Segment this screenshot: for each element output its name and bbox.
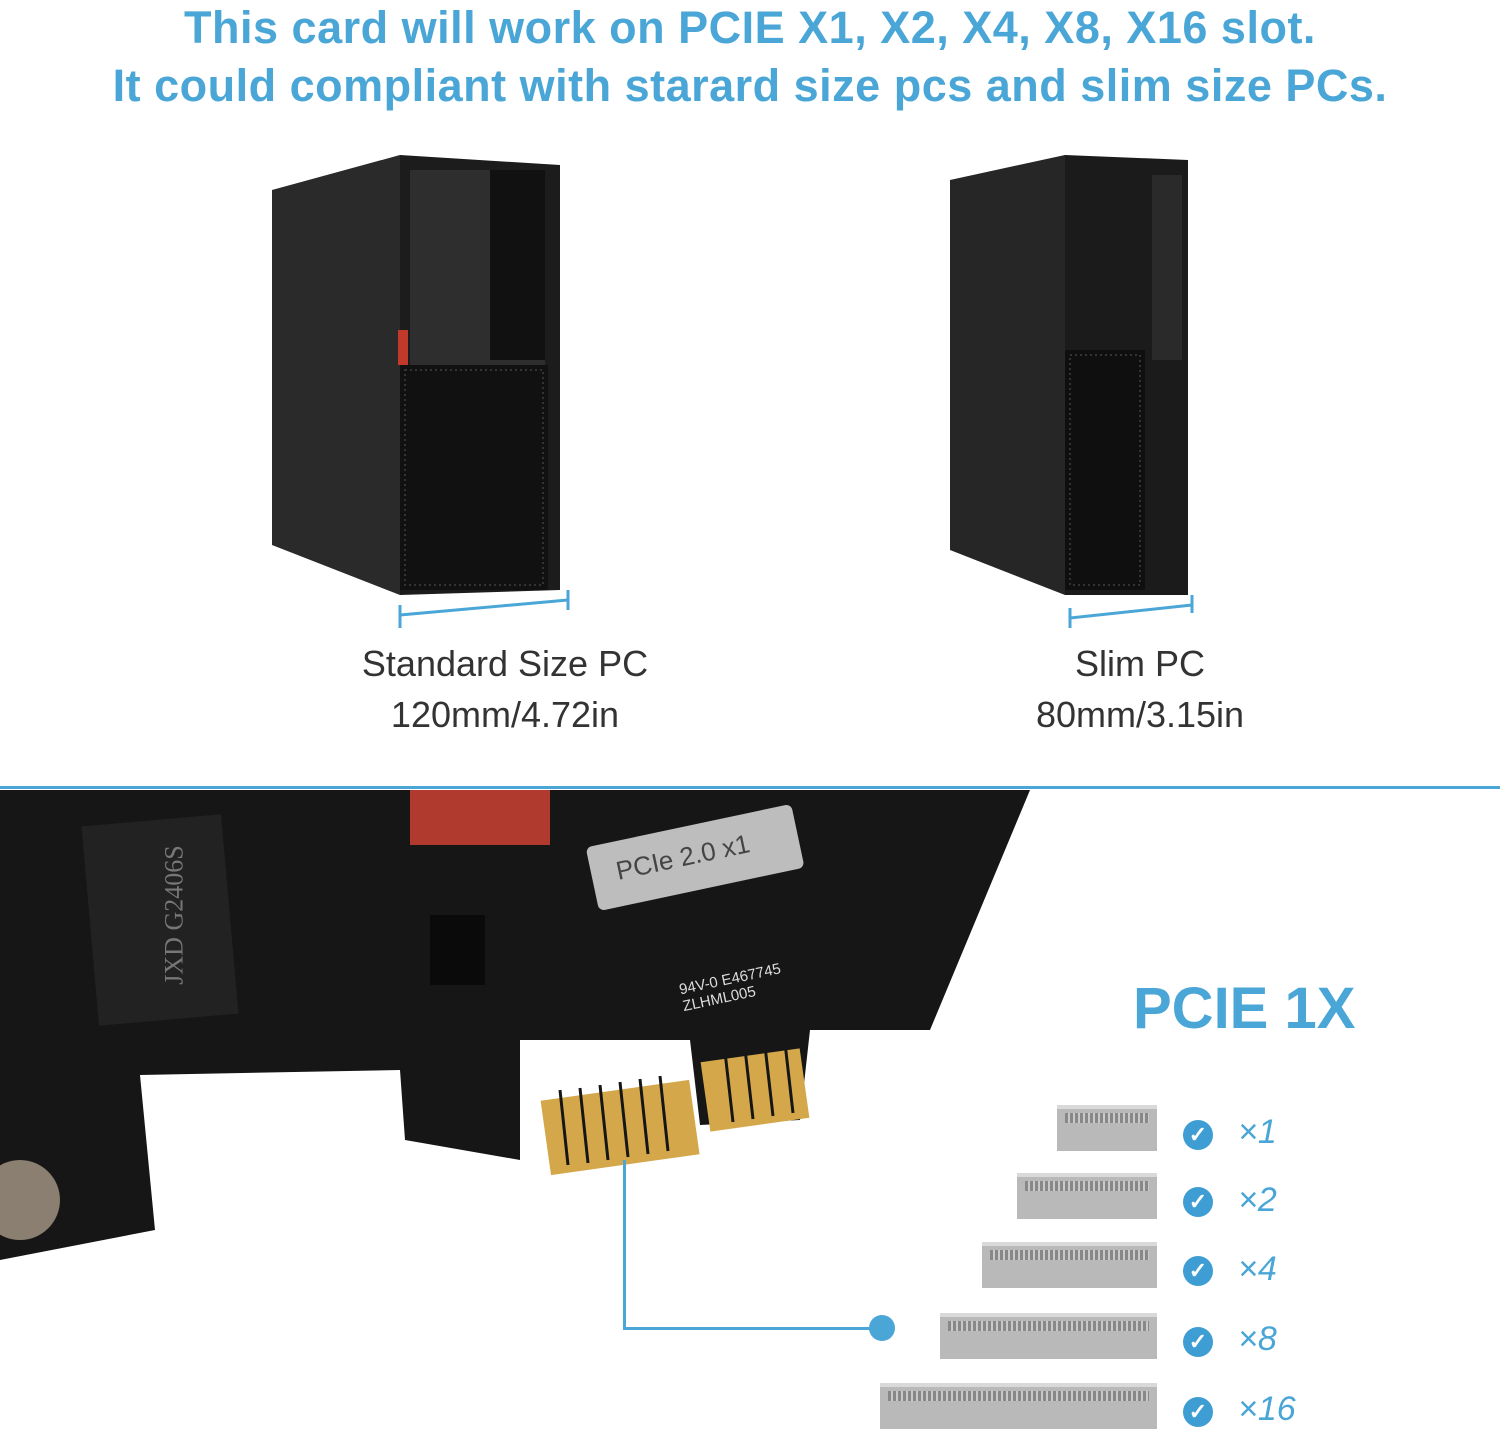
check-icon: ✓	[1183, 1397, 1213, 1427]
check-icon: ✓	[1183, 1120, 1213, 1150]
standard-pc-image	[272, 155, 570, 628]
standard-pc-label: Standard Size PC	[361, 643, 649, 684]
check-icon: ✓	[1183, 1187, 1213, 1217]
connector-line-horizontal	[623, 1327, 873, 1330]
slot-label: ×16	[1238, 1390, 1296, 1428]
pcie-title: PCIE 1X	[1133, 976, 1356, 1041]
check-icon: ✓	[1183, 1327, 1213, 1357]
slot-x16	[880, 1383, 1157, 1429]
slot-label: ×4	[1238, 1250, 1277, 1288]
slot-x2	[1017, 1173, 1157, 1219]
slim-pc-label: Slim PC	[1074, 643, 1205, 684]
pcie-card-image	[0, 790, 1030, 1260]
slim-pc-image	[950, 155, 1194, 628]
slot-label: ×2	[1238, 1181, 1277, 1219]
header-line-1: This card will work on PCIE X1, X2, X4, …	[184, 2, 1316, 53]
slot-label: ×8	[1238, 1320, 1277, 1358]
connector-dot	[869, 1315, 895, 1341]
connector-line	[623, 1160, 626, 1330]
header-line-2: It could compliant with starard size pcs…	[112, 60, 1388, 111]
section-divider	[0, 786, 1500, 789]
card-chip-label: JXD G2406S	[159, 845, 189, 985]
standard-pc-size: 120mm/4.72in	[390, 694, 620, 735]
slot-x1	[1057, 1105, 1157, 1151]
slot-x4	[982, 1242, 1157, 1288]
slot-x8	[940, 1313, 1157, 1359]
check-icon: ✓	[1183, 1256, 1213, 1286]
slim-pc-size: 80mm/3.15in	[1035, 694, 1245, 735]
slot-label: ×1	[1238, 1113, 1277, 1151]
